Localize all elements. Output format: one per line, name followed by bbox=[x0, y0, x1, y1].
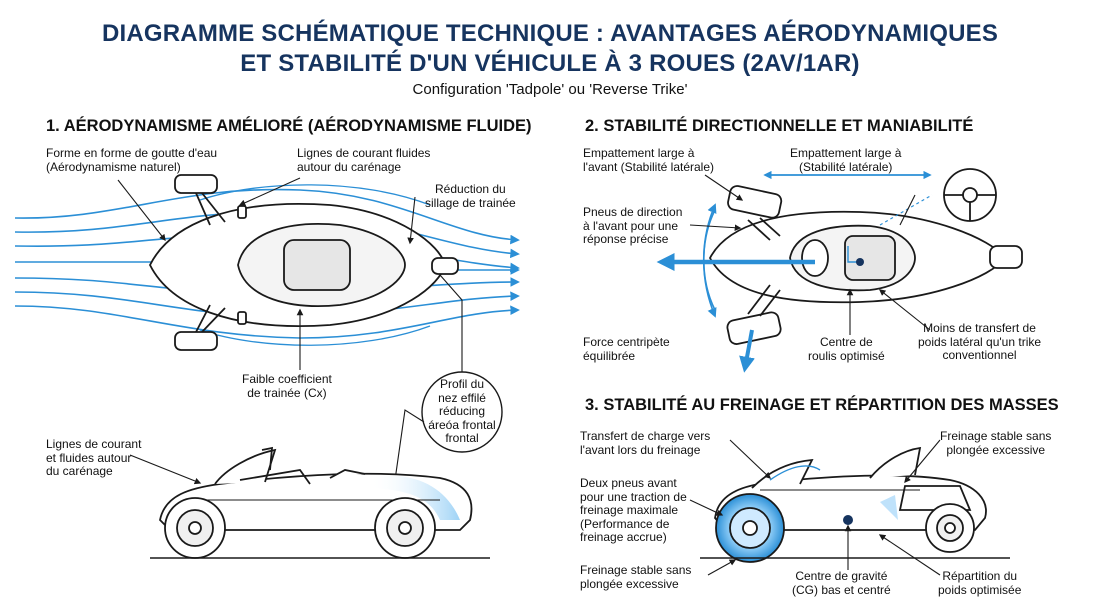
arrows-section2 bbox=[656, 170, 933, 373]
center-of-gravity-dot bbox=[843, 515, 853, 525]
label-center-of-gravity: Centre de gravité(CG) bas et centré bbox=[792, 569, 891, 597]
vehicle-top-view bbox=[148, 174, 459, 351]
section1-heading: 1. AÉRODYNAMISME AMÉLIORÉ (AÉRODYNAMISME… bbox=[46, 117, 532, 135]
steering-wheel-icon bbox=[943, 168, 997, 222]
leaders-section1 bbox=[117, 177, 463, 372]
leader-side-streamlines bbox=[129, 454, 202, 485]
section2-heading: 2. STABILITÉ DIRECTIONNELLE ET MANIABILI… bbox=[585, 117, 974, 135]
nose-callout-leader bbox=[394, 409, 425, 481]
vehicle-side-view-s3 bbox=[714, 446, 987, 563]
label-wide-track-top: Empattement large à(Stabilité latérale) bbox=[790, 146, 902, 174]
title-line-2: ET STABILITÉ D'UN VÉHICULE À 3 ROUES (2A… bbox=[240, 50, 860, 77]
subtitle: Configuration 'Tadpole' ou 'Reverse Trik… bbox=[412, 81, 688, 98]
label-teardrop-shape: Forme en forme de goutte d'eau(Aérodynam… bbox=[46, 146, 218, 174]
nose-callout-circle bbox=[421, 371, 503, 453]
leaders-section2 bbox=[689, 174, 931, 335]
vehicle-side-view bbox=[159, 446, 473, 559]
title-line-1: DIAGRAMME SCHÉMATIQUE TECHNIQUE : AVANTA… bbox=[101, 20, 999, 47]
section3-heading: 3. STABILITÉ AU FREINAGE ET RÉPARTITION … bbox=[585, 396, 1059, 414]
vehicle-top-view-s2 bbox=[708, 185, 1023, 345]
leaders-section3 bbox=[689, 439, 941, 576]
